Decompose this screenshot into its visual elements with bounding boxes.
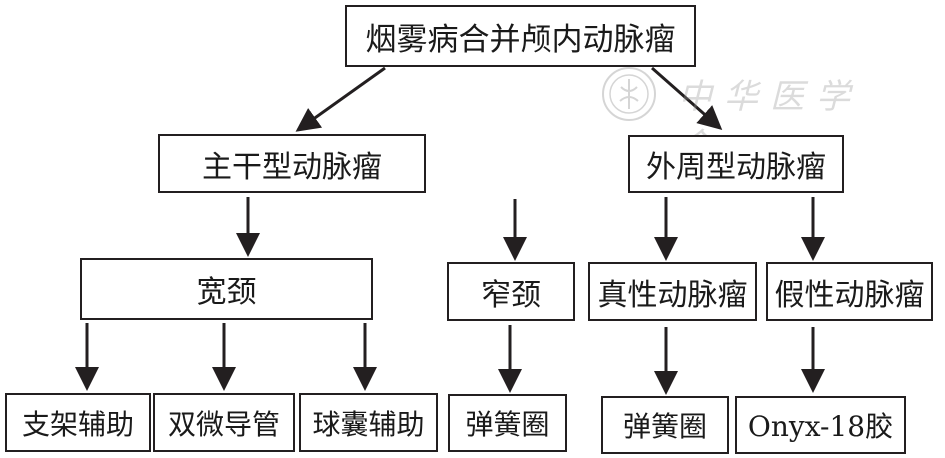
node-coil-2-label: 弹簧圈 xyxy=(622,410,707,443)
node-onyx-label: Onyx-18胶 xyxy=(747,410,894,443)
node-balloon-assist: 球囊辅助 xyxy=(299,393,438,452)
node-onyx: Onyx-18胶 xyxy=(735,396,906,454)
node-stent-assist: 支架辅助 xyxy=(5,393,151,452)
node-wide-neck: 宽颈 xyxy=(80,258,373,320)
node-dual-microcatheter: 双微导管 xyxy=(153,393,295,452)
node-narrow-neck: 窄颈 xyxy=(447,262,575,321)
node-coil-1: 弹簧圈 xyxy=(448,394,567,452)
node-pseudo-aneurysm-label: 假性动脉瘤 xyxy=(774,277,925,313)
node-wide-neck-label: 宽颈 xyxy=(196,275,257,310)
node-peripheral: 外周型动脉瘤 xyxy=(628,135,844,193)
node-trunk: 主干型动脉瘤 xyxy=(158,134,426,193)
node-dual-microcatheter-label: 双微导管 xyxy=(167,407,280,441)
watermark: 中华医学会 xyxy=(598,65,888,166)
node-true-aneurysm-label: 真性动脉瘤 xyxy=(597,277,748,313)
society-seal-icon xyxy=(602,67,656,121)
node-peripheral-label: 外周型动脉瘤 xyxy=(646,150,826,185)
node-coil-1-label: 弹簧圈 xyxy=(465,408,550,441)
node-true-aneurysm: 真性动脉瘤 xyxy=(588,262,757,321)
node-balloon-assist-label: 球囊辅助 xyxy=(312,407,425,441)
edge-root-trunk xyxy=(295,66,386,132)
node-narrow-neck-label: 窄颈 xyxy=(481,277,541,313)
node-pseudo-aneurysm: 假性动脉瘤 xyxy=(766,262,933,321)
node-trunk-label: 主干型动脉瘤 xyxy=(202,149,382,185)
edge-root-peripheral xyxy=(651,66,723,130)
node-coil-2: 弹簧圈 xyxy=(601,396,729,454)
node-root-label: 烟雾病合并颅内动脉瘤 xyxy=(365,21,676,58)
node-stent-assist-label: 支架辅助 xyxy=(21,407,134,441)
node-root: 烟雾病合并颅内动脉瘤 xyxy=(345,5,696,67)
